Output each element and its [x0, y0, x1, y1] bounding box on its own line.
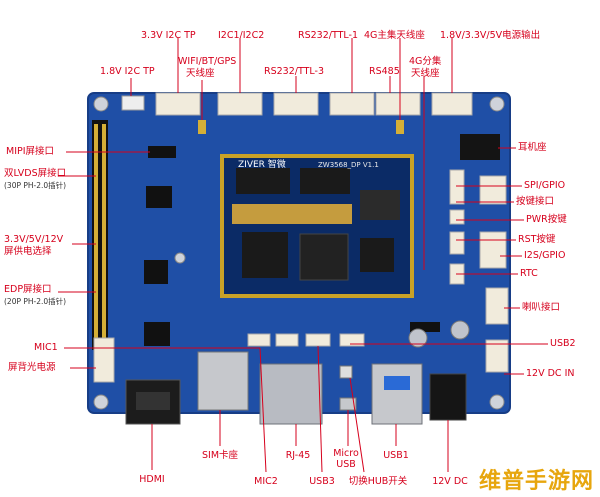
module-chip	[300, 168, 350, 194]
label-mic1: MIC1	[34, 342, 58, 353]
module-gold-pad	[232, 204, 352, 224]
watermark: 维普手游网	[478, 469, 594, 494]
label-sim: SIM卡座	[201, 450, 239, 461]
label-mipi: MIPI屏接口	[6, 146, 55, 157]
module-chip	[236, 168, 290, 194]
label-dc-in: 12V DC IN	[526, 368, 575, 379]
pin-header-pins	[94, 124, 106, 346]
board-brand: ZIVER 智微	[238, 160, 286, 170]
label-edp-sub: (20P PH-2.0插针)	[4, 297, 67, 306]
label-rj45: RJ-45	[285, 450, 311, 461]
label-4g-main-antenna: 4G主集天线座	[364, 30, 425, 41]
power-out-connector	[431, 92, 473, 116]
leader-lines	[58, 38, 548, 473]
mount-hole	[489, 394, 505, 410]
label-pwr-key: PWR按键	[526, 214, 567, 225]
label-rs232-ttl1: RS232/TTL-1	[298, 30, 359, 41]
label-i2s-gpio: I2S/GPIO	[524, 250, 566, 261]
label-headphone: 耳机座	[518, 142, 547, 153]
label-edp: EDP屏接口	[4, 284, 52, 295]
mic2-connector	[247, 333, 271, 347]
label-rtc: RTC	[520, 268, 538, 279]
label-usb1: USB1	[383, 450, 409, 461]
label-usb2: USB2	[550, 338, 576, 349]
label-wifi-antenna: 天线座	[186, 68, 215, 79]
soc-chip	[299, 233, 349, 281]
board-model: ZW3568_DP V1.1	[318, 161, 379, 169]
label-i2c-tp-1v8: 1.8V I2C TP	[100, 66, 155, 77]
spi-gpio-connector	[479, 175, 507, 205]
4g-main-antenna-connector	[396, 120, 404, 134]
rs485-connector	[375, 92, 421, 116]
label-spi-gpio: SPI/GPIO	[524, 180, 566, 191]
mipi-connector	[148, 146, 176, 158]
capacitor	[408, 328, 428, 348]
dc-jack	[429, 373, 467, 421]
label-rst-key: RST按键	[518, 234, 556, 245]
wifi-antenna-connector	[198, 120, 206, 134]
label-power-output: 1.8V/3.3V/5V电源输出	[440, 30, 541, 41]
label-i2c-tp-3v3: 3.3V I2C TP	[141, 30, 196, 41]
i2c-tp-3v3-connector	[155, 92, 201, 116]
usb3-header	[305, 333, 331, 347]
module-chip	[360, 190, 400, 220]
label-hub-switch: 切换HUB开关	[348, 476, 408, 487]
mount-hole	[93, 394, 109, 410]
label-4g-diversity-antenna: 天线座	[411, 68, 440, 79]
hdmi-port-inner	[136, 392, 170, 410]
label-lvds-sub: (30P PH-2.0插针)	[4, 181, 67, 190]
label-4g-diversity: 4G分集	[409, 56, 442, 67]
capacitor	[450, 320, 470, 340]
chip	[410, 322, 440, 332]
chip	[146, 186, 172, 208]
sim-card-slot	[197, 351, 249, 411]
i2s-gpio-connector	[479, 231, 507, 269]
label-power-select: 3.3V/5V/12V	[4, 234, 64, 245]
label-rs232-ttl3: RS232/TTL-3	[264, 66, 325, 77]
rs232-ttl3-connector	[273, 92, 319, 116]
label-hdmi: HDMI	[139, 474, 165, 485]
mic1-backlight-connector	[93, 337, 115, 383]
chip	[144, 322, 170, 346]
label-dc-jack: 12V DC	[432, 476, 468, 487]
label-lvds: 双LVDS屏接口	[4, 168, 67, 179]
label-rs485: RS485	[369, 66, 400, 77]
key-connector	[449, 169, 465, 205]
connector	[275, 333, 299, 347]
label-key-interface: 按键接口	[516, 196, 555, 207]
usb1-port	[371, 363, 423, 425]
speaker-connector	[485, 287, 509, 325]
mount-hole	[489, 96, 505, 112]
label-micro-usb: Micro	[333, 448, 359, 459]
label-wifi-bt-gps: WIFI/BT/GPS	[178, 56, 237, 67]
headphone-jack	[460, 134, 500, 160]
i2c-tp-1v8-connector	[121, 95, 145, 111]
rj45-port	[259, 363, 323, 425]
usb1-port-tongue	[384, 376, 410, 390]
chip	[144, 260, 168, 284]
label-speaker: 喇叭接口	[522, 302, 561, 313]
label-mic2: MIC2	[254, 476, 278, 487]
label-power-select-2: 屏供电选择	[4, 246, 52, 257]
label-usb3: USB3	[309, 476, 335, 487]
mount-hole	[93, 96, 109, 112]
rs232-ttl1-connector	[329, 92, 375, 116]
rst-key-connector	[449, 231, 465, 255]
module-chip	[360, 238, 394, 272]
dc-in-connector	[485, 339, 509, 373]
mount-hole	[174, 252, 186, 264]
label-micro-usb-2: USB	[336, 459, 356, 470]
module-chip	[242, 232, 288, 278]
pwr-key-connector	[449, 209, 465, 225]
label-i2c12: I2C1/I2C2	[218, 30, 265, 41]
label-backlight: 屏背光电源	[8, 362, 56, 373]
hub-switch	[339, 365, 353, 379]
i2c12-connector	[217, 92, 263, 116]
usb2-header	[339, 333, 365, 347]
